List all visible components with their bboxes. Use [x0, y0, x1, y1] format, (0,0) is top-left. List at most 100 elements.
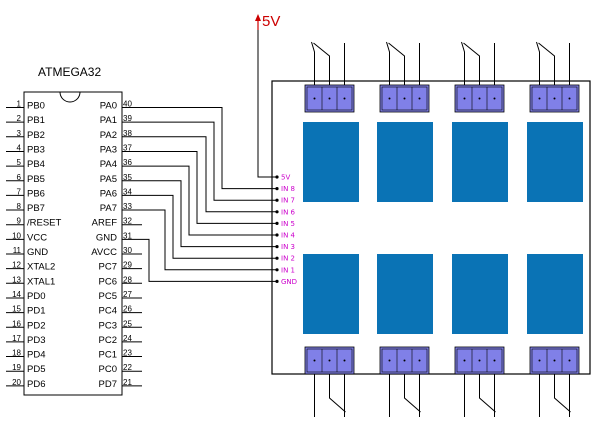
left-pin-number: 10	[12, 231, 21, 240]
right-pin-name: PD7	[99, 379, 117, 390]
terminal-frame	[531, 348, 578, 373]
terminal-screw	[478, 97, 481, 100]
right-pin-name: PA0	[100, 101, 117, 112]
left-pin-number: 4	[17, 143, 22, 152]
relay-switch-wire	[404, 374, 421, 413]
terminal-screw	[343, 97, 346, 100]
left-pin-number: 19	[12, 363, 21, 372]
connector-label: IN 6	[281, 208, 296, 216]
left-pin-name: PD1	[27, 306, 45, 317]
terminal-screw	[538, 359, 541, 362]
right-pin-name: GND	[96, 232, 117, 243]
left-pin-number: 13	[12, 275, 21, 284]
right-pin-number: 27	[123, 290, 132, 299]
right-pin-name: PA5	[100, 174, 117, 185]
data-wire	[142, 121, 277, 201]
data-wire	[142, 107, 277, 190]
supply-5v-label: 5V	[262, 13, 280, 30]
right-pin-number: 31	[123, 231, 132, 240]
mcu-notch	[59, 91, 81, 103]
terminal-screw	[493, 97, 496, 100]
left-pin-number: 14	[12, 290, 21, 299]
right-pin-number: 33	[123, 202, 132, 211]
right-pin-number: 23	[123, 349, 132, 358]
relay-module	[303, 122, 359, 202]
left-pin-number: 17	[12, 334, 21, 343]
left-pin-number: 11	[13, 246, 22, 255]
left-pin-name: GND	[27, 247, 48, 258]
left-pin-name: PB0	[27, 101, 45, 112]
right-pin-number: 26	[123, 305, 132, 314]
terminal-screw	[403, 97, 406, 100]
right-pin-name: PA4	[100, 159, 117, 170]
right-pin-number: 28	[123, 275, 132, 284]
terminal-screw	[328, 359, 331, 362]
data-wire	[142, 136, 277, 213]
gnd-wire	[142, 238, 277, 282]
right-pin-name: PA1	[100, 115, 117, 126]
left-pin-name: PB4	[27, 159, 45, 170]
left-pin-number: 1	[17, 100, 22, 109]
left-pin-number: 5	[17, 158, 22, 167]
left-pin-name: PB7	[27, 203, 45, 214]
right-pin-name: PC2	[99, 335, 117, 346]
left-pin-name: PD2	[27, 320, 45, 331]
left-pin-number: 15	[12, 305, 21, 314]
relay-module	[527, 122, 583, 202]
relay-module	[527, 254, 583, 334]
relay-module	[377, 122, 433, 202]
left-pin-name: PB1	[27, 115, 45, 126]
right-pin-number: 34	[123, 187, 132, 196]
wire-5v	[257, 30, 277, 178]
left-pin-number: 7	[17, 187, 22, 196]
left-pin-name: PB5	[27, 174, 45, 185]
left-pin-name: PD5	[27, 364, 45, 375]
terminal-frame	[381, 86, 428, 111]
relay-module	[377, 254, 433, 334]
terminal-screw	[388, 359, 391, 362]
terminal-screw	[463, 97, 466, 100]
left-pin-number: 9	[17, 217, 22, 226]
connector-label: IN 7	[281, 197, 295, 205]
relay-module	[452, 122, 508, 202]
data-wire	[142, 180, 277, 248]
terminal-frame	[456, 348, 503, 373]
left-pin-number: 2	[17, 114, 22, 123]
relay-switch-wire	[554, 374, 571, 413]
right-pin-name: PA2	[100, 130, 117, 141]
data-wire	[142, 209, 277, 271]
right-pin-number: 32	[123, 217, 132, 226]
right-pin-name: PA7	[100, 203, 117, 214]
right-pin-number: 36	[123, 158, 132, 167]
right-pin-name: PC6	[99, 276, 117, 287]
terminal-screw	[478, 359, 481, 362]
terminal-screw	[313, 97, 316, 100]
left-pin-number: 20	[12, 378, 21, 387]
left-pin-number: 12	[12, 261, 21, 270]
relay-switch-wire	[463, 42, 480, 85]
supply-arrow	[255, 14, 261, 21]
terminal-screw	[463, 359, 466, 362]
relay-module	[303, 254, 359, 334]
terminal-screw	[418, 359, 421, 362]
terminal-frame	[306, 348, 353, 373]
left-pin-name: PD0	[27, 291, 45, 302]
left-pin-name: PD6	[27, 379, 45, 390]
left-pin-number: 8	[17, 202, 22, 211]
connector-label: IN 1	[281, 266, 295, 274]
relay-switch-wire	[311, 41, 315, 85]
right-pin-name: AVCC	[91, 247, 117, 258]
relay-switch-wire	[386, 41, 390, 85]
connector-label: IN 4	[281, 232, 296, 240]
left-pin-name: XTAL2	[27, 262, 55, 273]
right-pin-name: PC3	[99, 320, 117, 331]
right-pin-number: 25	[123, 319, 132, 328]
terminal-frame	[306, 86, 353, 111]
right-pin-name: PC7	[99, 262, 117, 273]
relay-switch-wire	[313, 42, 330, 85]
terminal-screw	[568, 97, 571, 100]
terminal-screw	[343, 359, 346, 362]
right-pin-number: 39	[123, 114, 132, 123]
terminal-screw	[493, 359, 496, 362]
